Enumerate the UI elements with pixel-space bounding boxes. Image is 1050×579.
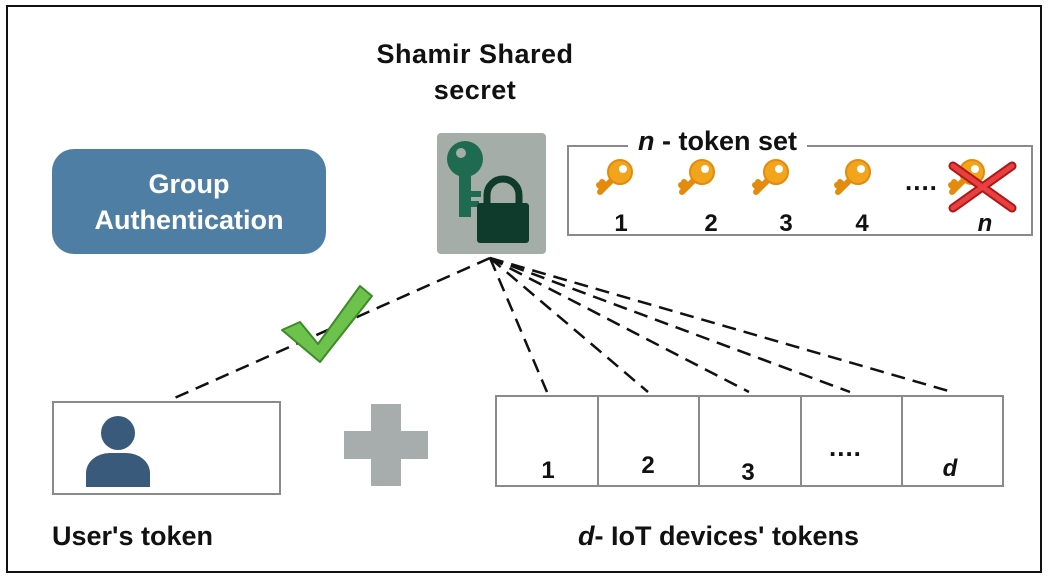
device-num-3: 3 (741, 459, 755, 486)
device-cell-ellipsis (800, 395, 903, 487)
token-num-2: 2 (704, 210, 718, 237)
revoked-cross-icon (948, 161, 1017, 213)
devices-caption-d: d (578, 521, 595, 551)
token-set-label: n - token set (628, 124, 808, 158)
token-num-3: 3 (779, 210, 793, 237)
devices-caption-rest: - IoT devices' tokens (594, 521, 860, 551)
user-token-box (52, 401, 281, 495)
token-num-1: 1 (614, 210, 628, 237)
shamir-title: Shamir Shared secret (330, 36, 620, 108)
key-icon (837, 160, 870, 192)
token-set-label-n: n (638, 126, 655, 156)
key-icon (755, 160, 788, 192)
token-num-n: n (977, 210, 993, 237)
user-token-caption: User's token (52, 521, 213, 551)
token-set-ellipsis: .... (905, 166, 938, 196)
group-auth-line1: Group (148, 168, 230, 199)
group-authentication-badge: Group Authentication (52, 149, 326, 254)
device-ellipsis: .... (829, 432, 862, 462)
shared-secret-lock-box (437, 133, 546, 254)
token-set-label-rest: - token set (654, 126, 798, 156)
device-cell-d (901, 395, 1004, 487)
devices-tokens-caption: d- IoT devices' tokens (578, 521, 859, 552)
device-num-d: d (942, 455, 958, 482)
user-icon (86, 416, 150, 487)
device-cell-2 (597, 395, 700, 487)
device-num-2: 2 (641, 452, 655, 479)
key-icon (681, 160, 714, 192)
key-icon (599, 160, 632, 192)
key-lock-icon (447, 141, 529, 243)
token-num-4: 4 (855, 210, 869, 237)
title-line1: Shamir Shared (376, 39, 574, 69)
device-num-1: 1 (541, 457, 555, 484)
group-auth-line2: Authentication (94, 204, 284, 235)
title-line2: secret (433, 75, 517, 105)
